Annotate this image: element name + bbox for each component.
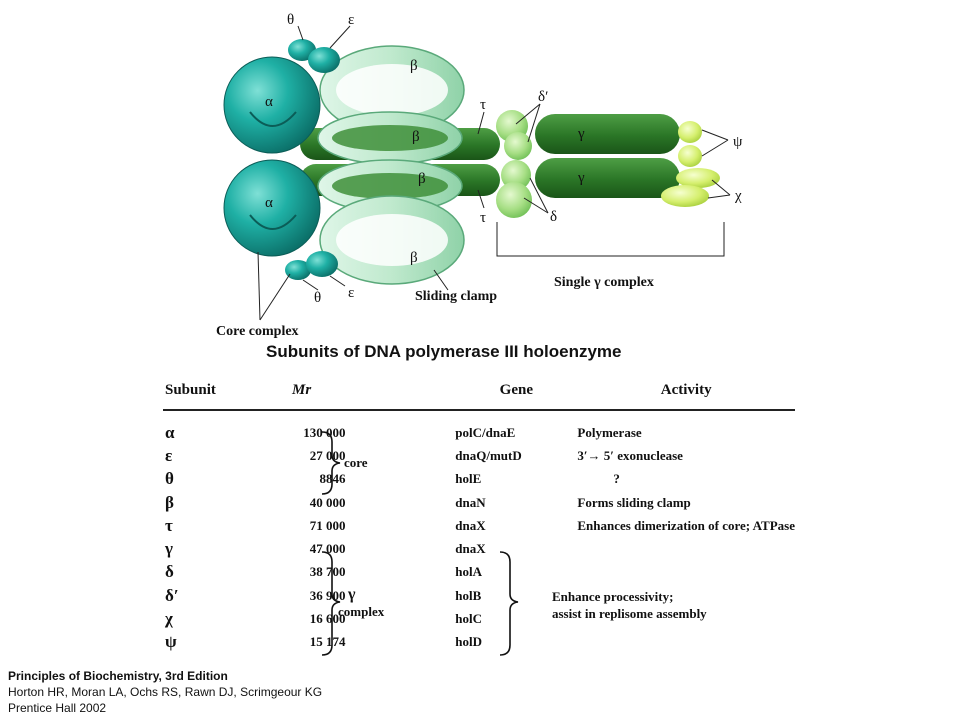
table-row: θ 8846 holE ? (163, 468, 795, 491)
cell-gene: holC (455, 611, 482, 627)
label-beta-top: β (410, 58, 418, 74)
table-row: δ 38 700 holA (163, 561, 795, 584)
cell-mr: 71 000 (309, 517, 346, 533)
source-credit: Principles of Biochemistry, 3rd Edition … (8, 668, 322, 716)
label-gamma-bottom: γ (577, 170, 585, 186)
cell-mr: 8846 (319, 471, 346, 487)
label-beta-inner-bottom: β (418, 171, 426, 187)
credit-authors: Horton HR, Moran LA, Ochs RS, Rawn DJ, S… (8, 685, 323, 699)
cell-subunit: β (165, 492, 174, 512)
cell-activity: ? (613, 471, 620, 487)
label-sliding-clamp: Sliding clamp (415, 289, 497, 304)
gamma-group-symbol: γ (348, 586, 356, 603)
header-mr: Mr (257, 378, 356, 411)
gamma-activity-line1: Enhance processivity; (552, 589, 674, 604)
cell-mr: 38 700 (309, 564, 346, 580)
cell-subunit: ε (165, 445, 173, 465)
table-row: α 130 000 polC/dnaE Polymerase (163, 410, 795, 444)
credit-book: Principles of Biochemistry, 3rd Edition (8, 669, 228, 683)
psi-subunit (678, 121, 702, 167)
cell-subunit: γ (165, 539, 173, 559)
label-delta: δ (550, 209, 557, 225)
label-theta-bottom: θ (314, 290, 321, 306)
label-beta-bottom: β (410, 250, 418, 266)
label-alpha-bottom: α (265, 195, 273, 211)
cell-gene: holB (455, 587, 482, 603)
cell-subunit: ψ (165, 632, 177, 652)
label-tau-bottom: τ (480, 210, 486, 226)
cell-subunit: χ (165, 609, 173, 629)
cell-mr: 15 174 (309, 634, 346, 650)
cell-gene: dnaQ/mutD (455, 447, 522, 463)
theta-epsilon-top (288, 39, 340, 73)
cell-gene: holA (455, 564, 482, 580)
header-spacer (355, 378, 456, 411)
label-tau-top: τ (480, 97, 486, 113)
label-epsilon-bottom: ε (348, 285, 354, 301)
label-beta-inner-top: β (412, 129, 420, 145)
cell-gene: dnaN (455, 494, 486, 510)
alpha-subunit-bottom (223, 159, 321, 257)
label-alpha-top: α (265, 94, 273, 110)
table-row: γ 47 000 dnaX (163, 537, 795, 560)
label-core-complex: Core complex (216, 324, 299, 339)
cell-mr: 47 000 (309, 541, 346, 557)
cell-subunit: δ (165, 562, 174, 582)
cell-activity: Enhances dimerization of core; ATPase (577, 517, 795, 533)
table-row: ψ 15 174 holD (163, 631, 795, 654)
header-gene: Gene (455, 378, 578, 411)
delta-prime-subunit (496, 110, 532, 160)
cell-gene: dnaX (455, 541, 486, 557)
table-row: τ 71 000 dnaX Enhances dimerization of c… (163, 514, 795, 537)
sliding-clamp-top (317, 45, 465, 165)
cell-activity: Forms sliding clamp (577, 494, 691, 510)
delta-subunit (496, 160, 532, 218)
gamma-activity-line2: assist in replisome assembly (552, 606, 707, 621)
cell-mr: 27 000 (309, 447, 346, 463)
label-psi: ψ (733, 134, 743, 150)
table-row: β 40 000 dnaN Forms sliding clamp (163, 491, 795, 514)
table-row: δ′ 36 900 holB (163, 584, 795, 607)
chi-subunit (661, 168, 720, 207)
header-activity: Activity (577, 378, 795, 411)
theta-epsilon-bottom (285, 251, 338, 280)
table-header-row: Subunit Mr Gene Activity (163, 378, 795, 411)
header-mr-text: Mr (292, 382, 312, 398)
alpha-subunit-top (223, 56, 321, 154)
cell-subunit: δ′ (165, 585, 179, 605)
subunits-table: Subunit Mr Gene Activity α 130 000 polC/… (163, 378, 795, 654)
header-subunit: Subunit (163, 378, 258, 411)
label-single-gamma-complex: Single γ complex (554, 275, 654, 290)
cell-gene: holE (455, 471, 482, 487)
cell-gene: dnaX (455, 517, 486, 533)
core-group-label: core (344, 455, 368, 470)
label-epsilon-top: ε (348, 12, 354, 28)
dna-polymerase-iii-diagram: θ ε β α β τ δ′ γ ψ α β γ τ δ χ β θ ε Sli… (216, 12, 743, 339)
label-delta-prime: δ′ (538, 89, 548, 105)
cell-gene: polC/dnaE (455, 424, 516, 440)
credit-publisher: Prentice Hall 2002 (8, 701, 107, 715)
cell-activity: Polymerase (577, 424, 642, 440)
label-gamma-top: γ (577, 126, 585, 142)
table-title: Subunits of DNA polymerase III holoenzym… (266, 342, 622, 361)
gamma-group-word: complex (338, 604, 385, 619)
leader-lines (257, 25, 731, 321)
cell-subunit: θ (165, 469, 174, 489)
table-row: ε 27 000 dnaQ/mutD 3′→ 5′ exonuclease (163, 444, 795, 467)
label-chi: χ (734, 188, 742, 204)
cell-mr: 40 000 (309, 494, 346, 510)
cell-gene: holD (455, 634, 482, 650)
sliding-clamp-bottom (317, 159, 465, 285)
gamma-subunits (535, 114, 680, 198)
cell-activity: 3′→ 5′ exonuclease (577, 447, 683, 463)
label-theta-top: θ (287, 12, 294, 28)
cell-mr: 130 000 (303, 424, 346, 440)
cell-subunit: τ (165, 515, 173, 535)
cell-subunit: α (165, 422, 175, 442)
